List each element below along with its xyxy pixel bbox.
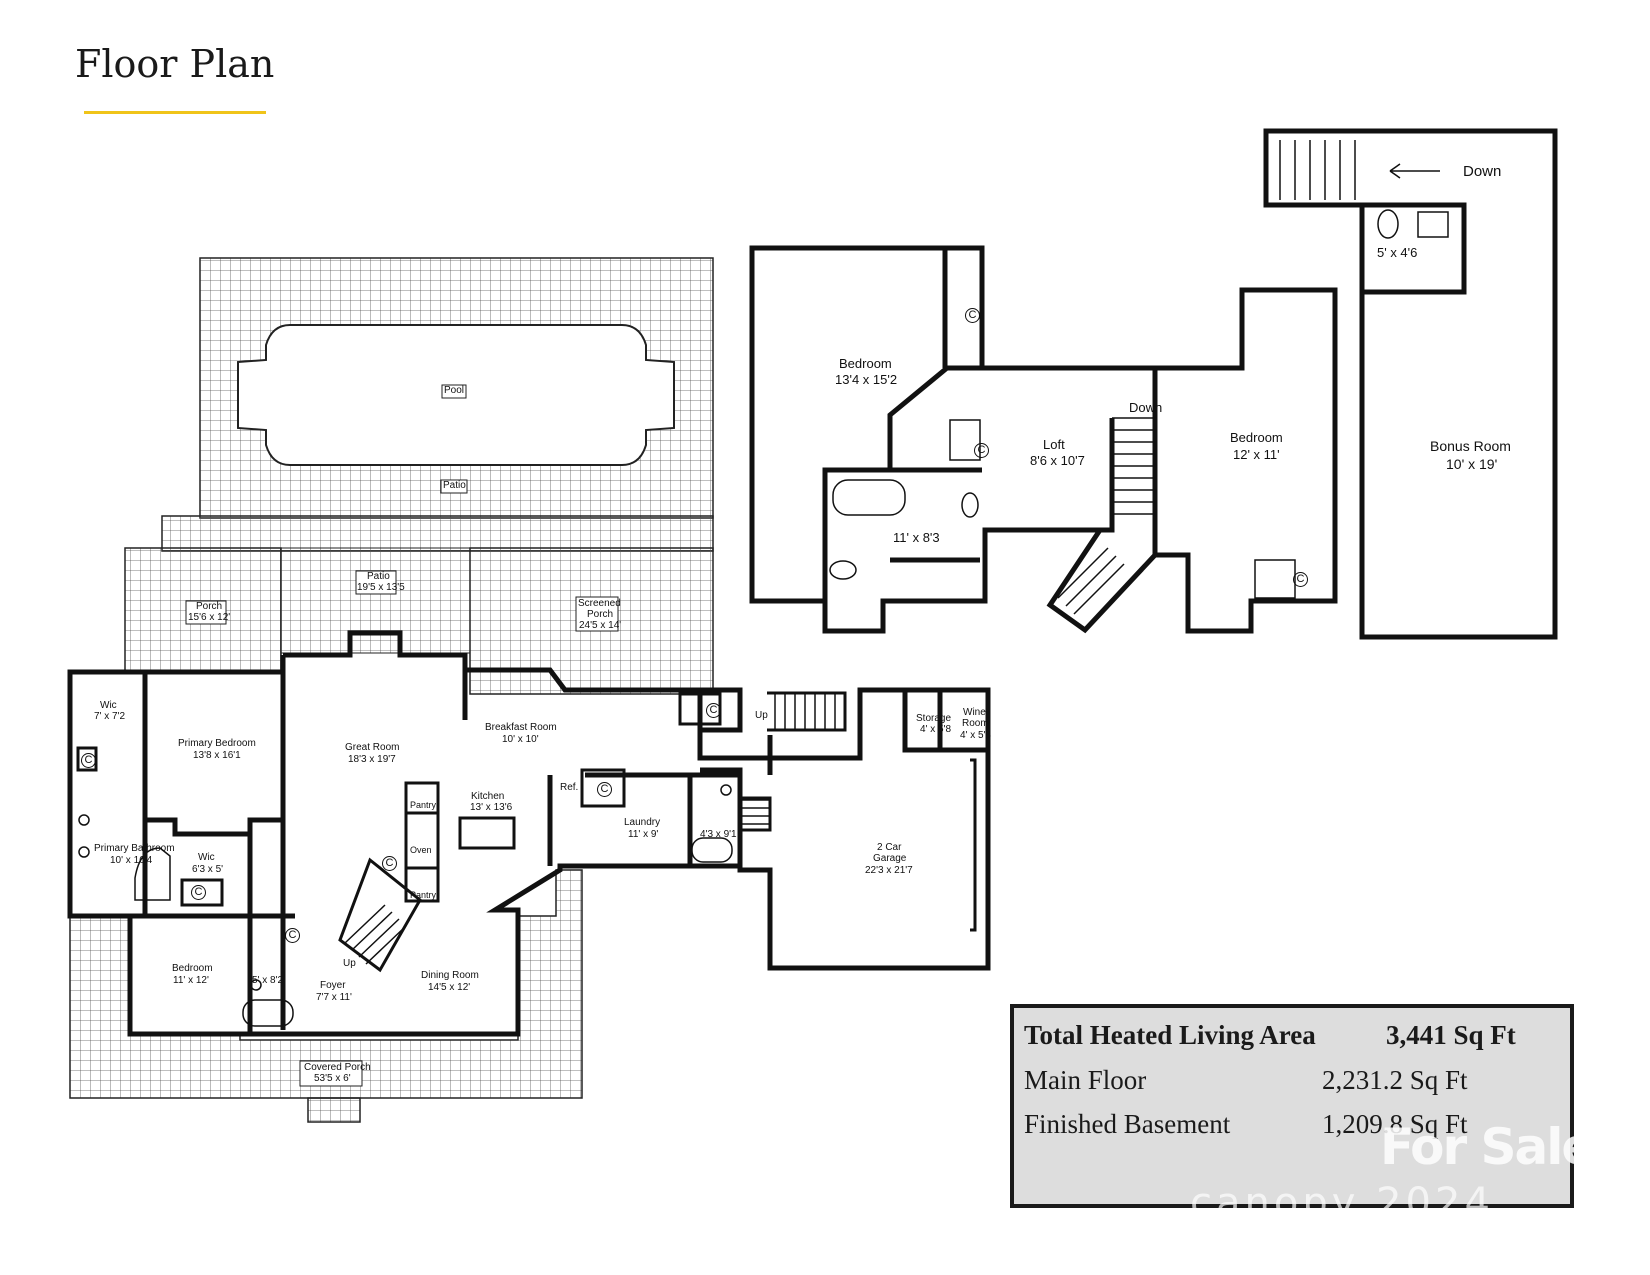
primary-bathroom-label: Primary Bathroom <box>94 843 175 854</box>
primary-bedroom-label: Primary Bedroom <box>178 738 256 749</box>
wic-2-dims: 6'3 x 5' <box>192 864 224 875</box>
breakfast-room-label: Breakfast Room <box>485 722 557 733</box>
screened-porch-label-2: Porch <box>587 609 614 620</box>
basement-bath-dims: 11' x 8'3 <box>893 530 940 545</box>
garage-label-2: Garage <box>873 853 907 864</box>
loft-label: Loft <box>1043 437 1065 452</box>
main-floor-label: Main Floor <box>1024 1065 1147 1095</box>
closet-icon: C <box>191 885 206 900</box>
screened-porch-label-1: Screened <box>578 598 621 609</box>
bonus-room-dims: 10' x 19' <box>1446 456 1498 472</box>
page-title: Floor Plan <box>75 42 275 86</box>
total-area-row: Total Heated Living Area 3,441 Sq Ft <box>1024 1020 1564 1056</box>
wic-1-label: Wic <box>100 700 117 711</box>
basement-walls <box>749 245 1338 634</box>
breakfast-room-dims: 10' x 10' <box>502 734 539 745</box>
patio-dims: 19'5 x 13'5 <box>357 582 405 593</box>
basement-value: 1,209.8 Sq Ft <box>1322 1109 1468 1139</box>
kitchen-label: Kitchen <box>471 791 505 802</box>
pantry-2-label: Pantry <box>410 890 437 900</box>
primary-bedroom-dims: 13'8 x 16'1 <box>193 750 241 761</box>
closet-icon: C <box>974 443 989 458</box>
bedroom-main-dims: 11' x 12' <box>173 975 209 986</box>
main-floor-row: Main Floor 2,231.2 Sq Ft <box>1024 1065 1564 1101</box>
pantry-1-label: Pantry <box>410 800 437 810</box>
stairs-up-1-label: Up <box>343 958 356 969</box>
dining-room-label: Dining Room <box>421 970 479 981</box>
bonus-stairs-down-label: Down <box>1463 163 1502 180</box>
basement-bedroom-a-label: Bedroom <box>839 356 892 371</box>
basement-stairs-down-label: Down <box>1129 400 1163 415</box>
bonus-walls <box>1263 128 1558 640</box>
title-underline <box>84 111 266 114</box>
closet-icon: C <box>597 782 612 797</box>
closet-icon: C <box>706 703 721 718</box>
covered-porch-label: Covered Porch <box>304 1062 371 1073</box>
closet-icon: C <box>1293 572 1308 587</box>
foyer-label: Foyer <box>320 980 346 991</box>
laundry-dims: 11' x 9' <box>628 829 659 840</box>
stairs-up-2-label: Up <box>755 710 768 721</box>
basement-bedroom-b-dims: 12' x 11' <box>1233 447 1280 462</box>
basement-row: Finished Basement 1,209.8 Sq Ft <box>1024 1109 1564 1145</box>
great-room-dims: 18'3 x 19'7 <box>348 754 396 765</box>
covered-porch-dims: 53'5 x 6' <box>314 1073 351 1084</box>
porch-area <box>124 547 282 672</box>
loft-dims: 8'6 x 10'7 <box>1030 453 1085 468</box>
watermark-brand: canopy 2024 <box>1190 1180 1494 1226</box>
foyer-dims: 7'7 x 11' <box>316 992 352 1003</box>
wic-1-dims: 7' x 7'2 <box>94 711 126 722</box>
bedroom-main-label: Bedroom <box>172 963 213 974</box>
oven-label: Oven <box>410 845 432 855</box>
wic-2-label: Wic <box>198 852 215 863</box>
bonus-room-label: Bonus Room <box>1430 438 1511 454</box>
kitchen-dims: 13' x 13'6 <box>470 802 513 813</box>
patio-upper-label: Patio <box>443 480 466 491</box>
storage-label: Storage <box>916 713 952 724</box>
pool-label: Pool <box>444 385 465 396</box>
closet-icon: C <box>285 928 300 943</box>
dining-room-dims: 14'5 x 12' <box>428 982 471 993</box>
wine-room-dims: 4' x 5'8 <box>960 730 992 741</box>
great-room-label: Great Room <box>345 742 400 753</box>
garage-label-1: 2 Car <box>877 842 902 853</box>
basement-bedroom-a-dims: 13'4 x 15'2 <box>835 372 898 387</box>
bath-half-dims: 4'3 x 9'1 <box>700 829 737 840</box>
patio-label: Patio <box>367 571 390 582</box>
total-area-label: Total Heated Living Area <box>1024 1020 1316 1050</box>
main-floor-value: 2,231.2 Sq Ft <box>1322 1065 1468 1095</box>
basement-bedroom-b-label: Bedroom <box>1230 430 1283 445</box>
bath-small-dims: 5' x 8'2 <box>252 975 284 986</box>
living-area-table: Total Heated Living Area 3,441 Sq Ft Mai… <box>1010 1004 1574 1208</box>
wine-room-label-2: Room <box>962 718 989 729</box>
bonus-half-bath-dims: 5' x 4'6 <box>1377 245 1418 260</box>
laundry-label: Laundry <box>624 817 661 828</box>
porch-label: Porch <box>196 601 223 612</box>
garage-dims: 22'3 x 21'7 <box>865 865 913 876</box>
wine-room-label-1: Wine <box>963 707 986 718</box>
porch-dims: 15'6 x 12' <box>188 612 231 623</box>
primary-bathroom-dims: 10' x 16'4 <box>110 855 153 866</box>
closet-icon: C <box>81 753 96 768</box>
basement-label: Finished Basement <box>1024 1109 1231 1139</box>
ref-label: Ref. <box>560 782 579 793</box>
watermark: For Sale <box>1380 1118 1595 1176</box>
closet-icon: C <box>382 856 397 871</box>
screened-porch-dims: 24'5 x 14' <box>579 620 622 631</box>
storage-dims: 4' x 5'8 <box>920 724 952 735</box>
total-area-value: 3,441 Sq Ft <box>1386 1020 1516 1050</box>
closet-icon: C <box>965 308 980 323</box>
